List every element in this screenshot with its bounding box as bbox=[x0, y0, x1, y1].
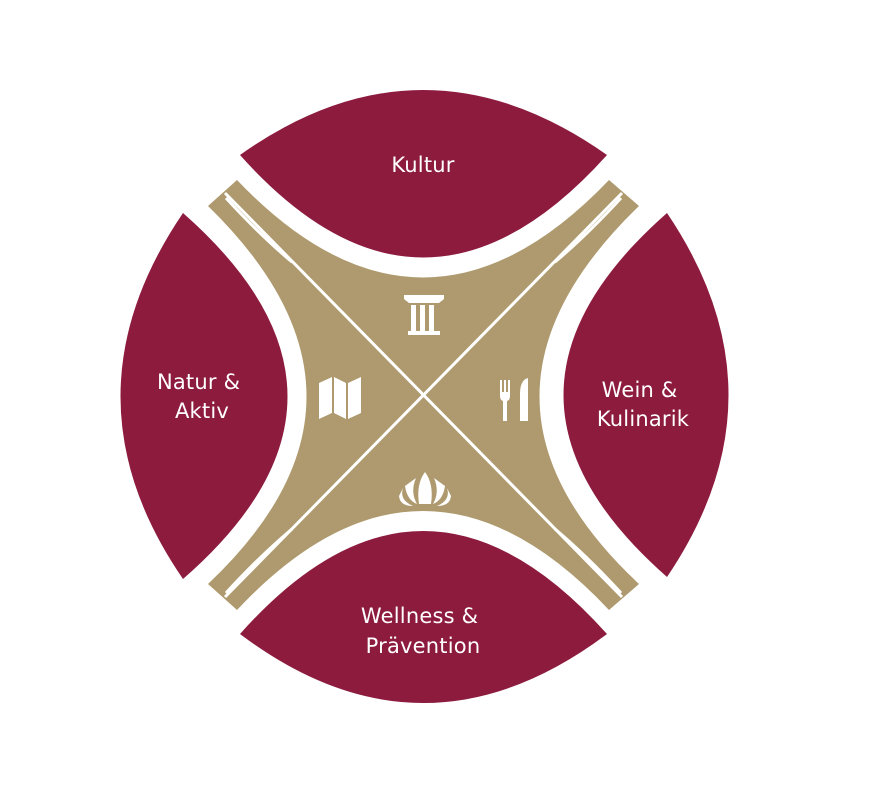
segment-top-kultur[interactable] bbox=[240, 90, 607, 258]
segment-bottom-wellness-praevention[interactable] bbox=[240, 531, 607, 703]
divider-rail-top-left bbox=[224, 196, 293, 264]
segment-label-right-line-1: Wein & bbox=[602, 378, 678, 402]
segment-label-bottom-line-1: Wellness & bbox=[361, 604, 478, 628]
divider-rail-top-right bbox=[554, 196, 623, 264]
segment-label-bottom: Wellness & Prävention bbox=[361, 604, 485, 658]
divider-rail-bottom-left bbox=[224, 527, 293, 595]
fork-knife-icon bbox=[500, 378, 528, 421]
segment-label-bottom-line-2: Prävention bbox=[366, 634, 481, 658]
column-icon bbox=[404, 295, 444, 335]
segment-label-right-line-2: Kulinarik bbox=[597, 407, 690, 431]
segment-label-left-line-2: Aktiv bbox=[175, 399, 229, 423]
segment-label-right: Wein & Kulinarik bbox=[597, 378, 690, 431]
segment-label-left-line-1: Natur & bbox=[157, 370, 240, 394]
segment-label-top-line-1: Kultur bbox=[391, 153, 454, 177]
map-icon bbox=[319, 377, 361, 419]
lotus-icon bbox=[399, 472, 451, 506]
segment-label-top: Kultur bbox=[391, 153, 454, 177]
segment-left-natur-aktiv[interactable] bbox=[120, 213, 288, 579]
segment-right-wein-kulinarik[interactable] bbox=[563, 213, 729, 577]
segment-label-left: Natur & Aktiv bbox=[157, 370, 247, 423]
divider-rail-bottom-right bbox=[554, 527, 623, 595]
cross-dividers bbox=[223, 191, 624, 599]
